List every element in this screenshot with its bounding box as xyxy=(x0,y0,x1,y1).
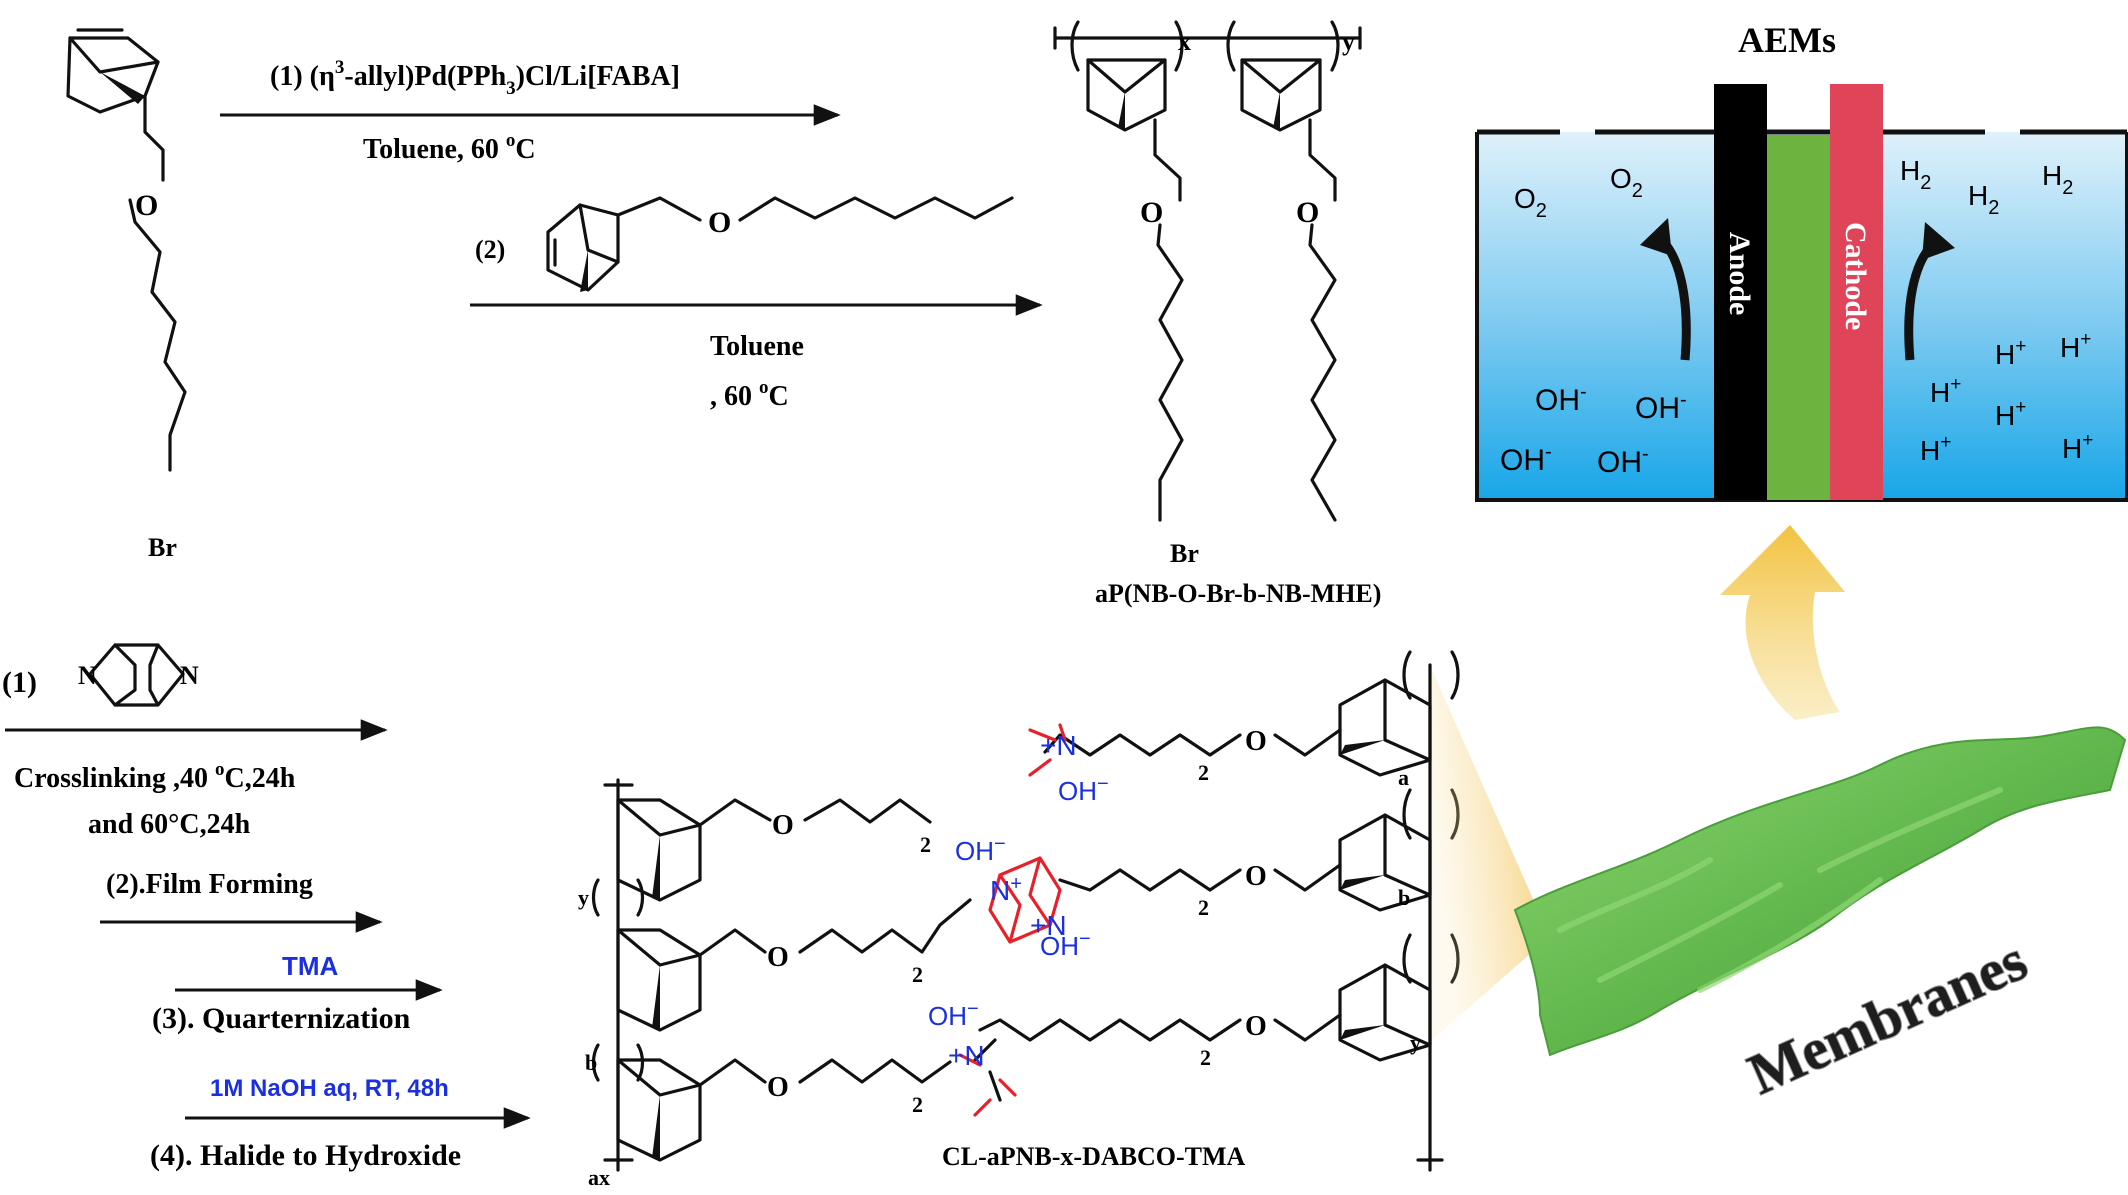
step2-number: (2) xyxy=(475,235,505,264)
monomer1-oxygen: O xyxy=(135,189,158,222)
net-hydroxide-1: OH− xyxy=(955,833,1006,866)
hydroxide-exchange-step: (4). Halide to Hydroxide xyxy=(150,1139,461,1172)
net-index-a: a xyxy=(1398,765,1409,790)
crosslink-step-number: (1) xyxy=(2,666,37,699)
membrane-layer xyxy=(1767,135,1830,500)
net-ammonium-1: N+ xyxy=(990,873,1022,906)
upgrade-arrow xyxy=(1720,525,1845,720)
net-sub-2: 2 xyxy=(912,962,923,987)
dabco-molecule xyxy=(88,643,185,707)
polymer-oxygen-1: O xyxy=(1140,196,1163,229)
proton-4: H+ xyxy=(1995,397,2026,431)
aem-title: AEMs xyxy=(1738,20,1836,60)
network-name: CL-aPNB-x-DABCO-TMA xyxy=(942,1142,1246,1171)
monomer-bromo-norbornene xyxy=(66,28,187,472)
dabco-nitrogen-1: N xyxy=(78,661,97,690)
net-index-b: b xyxy=(1398,885,1410,910)
membranes-label: Membranes xyxy=(1739,927,2036,1107)
anode-electrode xyxy=(1714,84,1767,500)
block-copolymer-structure xyxy=(1053,20,1362,522)
polymer-oxygen-2: O xyxy=(1296,196,1319,229)
net-sub-4: 2 xyxy=(1198,760,1209,785)
cathode-electrode xyxy=(1830,84,1883,500)
step1-catalyst: (1) (η3-allyl)Pd(PPh3)Cl/Li[FABA] xyxy=(270,57,680,99)
net-sub-6: 2 xyxy=(1200,1045,1211,1070)
hydroxide-4: OH- xyxy=(1597,443,1649,479)
oxygen-2: O2 xyxy=(1610,163,1643,202)
net-oxygen-6: O xyxy=(1245,1011,1267,1042)
cathode-label: Cathode xyxy=(1839,222,1872,330)
net-sub-1: 2 xyxy=(920,832,931,857)
net-hydroxide-3: OH− xyxy=(1058,773,1109,806)
hydrogen-2: H2 xyxy=(1968,180,1999,219)
net-ammonium-4: +N xyxy=(948,1040,985,1071)
proton-3: H+ xyxy=(1930,374,1961,408)
hydroxide-2: OH- xyxy=(1635,389,1687,425)
zoom-beam xyxy=(1432,670,1540,1040)
net-hydroxide-2: OH− xyxy=(1040,928,1091,961)
proton-1: H+ xyxy=(1995,336,2026,370)
net-sub-3: 2 xyxy=(912,1092,923,1117)
monomer1-bromine: Br xyxy=(148,533,177,562)
polymer-block-y: y xyxy=(1342,27,1355,56)
comonomer-oxygen: O xyxy=(708,206,731,239)
net-sub-5: 2 xyxy=(1198,895,1209,920)
net-index-y: y xyxy=(1410,1030,1421,1055)
net-oxygen-3: O xyxy=(767,1072,789,1103)
comonomer-hexyl-ether-norbornene xyxy=(546,196,1014,292)
membrane-sheet xyxy=(1513,726,2127,1057)
step2-temperature: , 60 oC xyxy=(710,377,789,412)
naoh-conditions: 1M NaOH aq, RT, 48h xyxy=(210,1075,449,1102)
step1-conditions: Toluene, 60 oC xyxy=(363,130,536,165)
second-heating: and 60°C,24h xyxy=(88,809,251,840)
hydrogen-3: H2 xyxy=(2042,160,2073,199)
fuel-cell-diagram xyxy=(1475,84,2128,502)
crosslinking-conditions: Crosslinking ,40 oC,24h xyxy=(14,759,296,794)
net-index-b-left: b xyxy=(585,1050,597,1075)
proton-5: H+ xyxy=(1920,432,1951,466)
quaternization-step: (3). Quarternization xyxy=(152,1002,411,1035)
hydroxide-1: OH- xyxy=(1535,381,1587,417)
step2-solvent: Toluene xyxy=(710,331,804,362)
net-oxygen-5: O xyxy=(1245,861,1267,892)
net-index-ax-left: ax xyxy=(588,1165,610,1190)
net-ammonium-3: +N xyxy=(1040,730,1077,761)
net-oxygen-4: O xyxy=(1245,726,1267,757)
crosslinked-network-structure xyxy=(591,650,1460,1172)
proton-6: H+ xyxy=(2062,430,2093,464)
polymer-bromine: Br xyxy=(1170,539,1199,568)
net-oxygen-2: O xyxy=(767,942,789,973)
dabco-nitrogen-2: N xyxy=(180,661,199,690)
tma-reagent: TMA xyxy=(282,951,339,981)
anode-label: Anode xyxy=(1723,232,1756,315)
net-hydroxide-4: OH− xyxy=(928,998,979,1031)
film-forming-step: (2).Film Forming xyxy=(106,869,313,900)
oxygen-1: O2 xyxy=(1514,183,1547,222)
polymer-block-x: x xyxy=(1178,27,1191,56)
proton-2: H+ xyxy=(2060,329,2091,363)
net-index-y-left: y xyxy=(578,885,589,910)
polymer-name: aP(NB-O-Br-b-NB-MHE) xyxy=(1095,579,1381,608)
net-ammonium-2: +N xyxy=(1030,910,1067,941)
hydrogen-1: H2 xyxy=(1900,155,1931,194)
hydroxide-3: OH- xyxy=(1500,441,1552,477)
net-oxygen-1: O xyxy=(772,810,794,841)
